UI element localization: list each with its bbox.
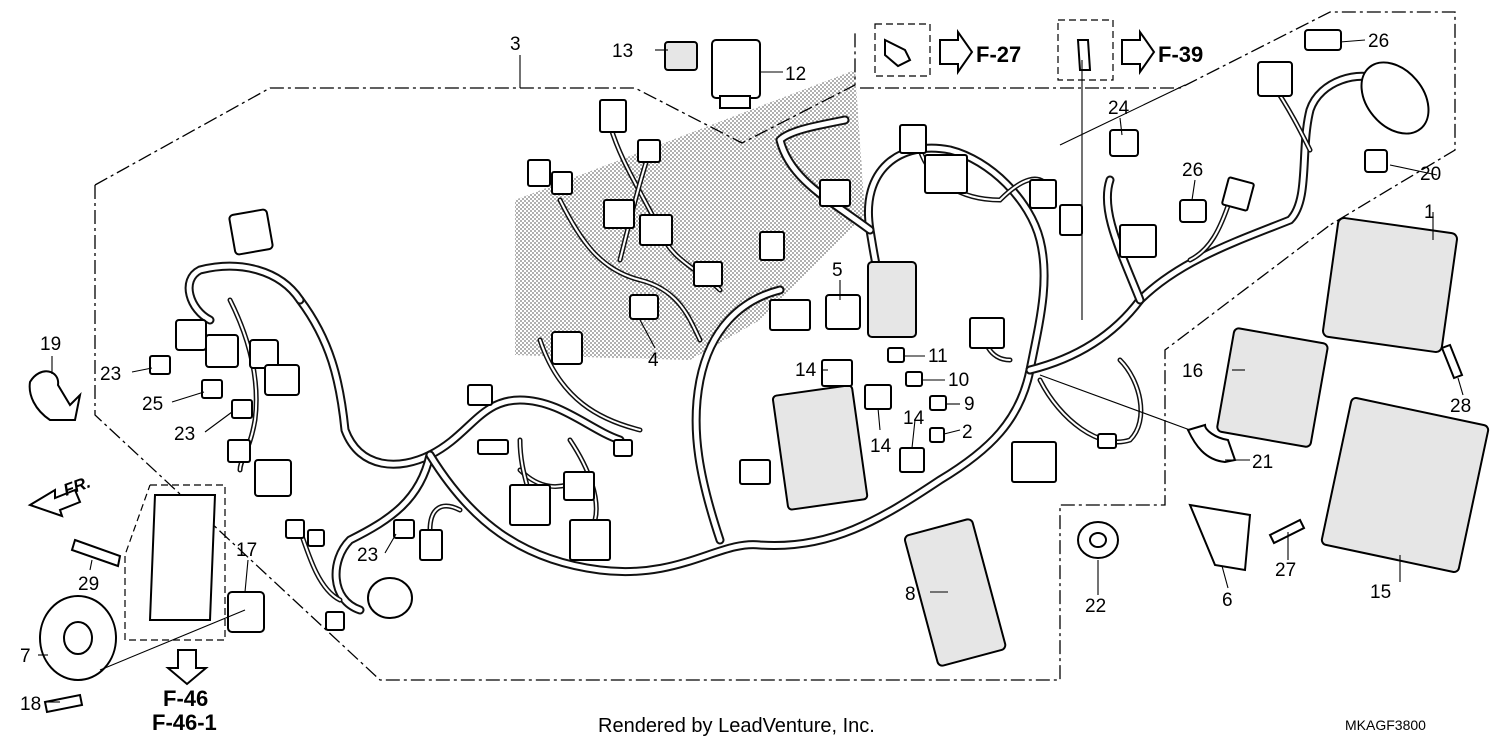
footer-credit: Rendered by LeadVenture, Inc. — [598, 715, 875, 737]
label-23-b: 23 — [174, 424, 195, 445]
label-22: 22 — [1085, 596, 1106, 617]
label-14-a: 14 — [795, 360, 817, 381]
label-26-mid: 26 — [1182, 160, 1203, 181]
label-13: 13 — [612, 41, 633, 62]
harness-connectors — [175, 61, 1430, 631]
leader-lines — [38, 39, 1464, 703]
label-25: 25 — [142, 394, 163, 415]
label-1: 1 — [1424, 202, 1435, 223]
label-7: 7 — [20, 646, 31, 667]
ref-f46-1: F-46-1 — [152, 710, 217, 735]
label-6: 6 — [1222, 590, 1233, 611]
label-12: 12 — [785, 64, 806, 85]
label-21: 21 — [1252, 452, 1273, 473]
ref-f39: F-39 — [1158, 42, 1203, 67]
ref-f46: F-46 — [163, 686, 208, 711]
label-27: 27 — [1275, 560, 1296, 581]
label-5: 5 — [832, 260, 843, 281]
label-14-b: 14 — [870, 436, 892, 457]
label-8: 8 — [905, 584, 916, 605]
label-3: 3 — [510, 34, 521, 55]
diagram-code: MKAGF3800 — [1345, 717, 1426, 733]
label-19: 19 — [40, 334, 61, 355]
loose-parts — [28, 29, 1490, 714]
label-9: 9 — [964, 394, 975, 415]
label-2: 2 — [962, 422, 973, 443]
label-14-c: 14 — [903, 408, 925, 429]
label-16: 16 — [1182, 361, 1203, 382]
label-24: 24 — [1108, 98, 1130, 119]
label-23-a: 23 — [100, 364, 121, 385]
main-harness — [184, 71, 1385, 615]
label-18: 18 — [20, 694, 41, 715]
label-17: 17 — [236, 540, 257, 561]
callout-labels: 3 13 12 26 24 20 26 1 5 4 11 10 9 2 14 1… — [20, 31, 1471, 715]
label-10: 10 — [948, 370, 969, 391]
label-20: 20 — [1420, 164, 1441, 185]
label-4: 4 — [648, 350, 659, 371]
assembly-boundary — [94, 11, 1456, 681]
label-11: 11 — [928, 346, 948, 367]
label-28: 28 — [1450, 396, 1471, 417]
front-direction: FR. — [61, 473, 93, 500]
reference-arrows — [27, 28, 1156, 686]
label-23-c: 23 — [357, 545, 378, 566]
label-15: 15 — [1370, 582, 1391, 603]
ref-f27: F-27 — [976, 42, 1021, 67]
label-26-top: 26 — [1368, 31, 1389, 52]
label-29: 29 — [78, 574, 99, 595]
